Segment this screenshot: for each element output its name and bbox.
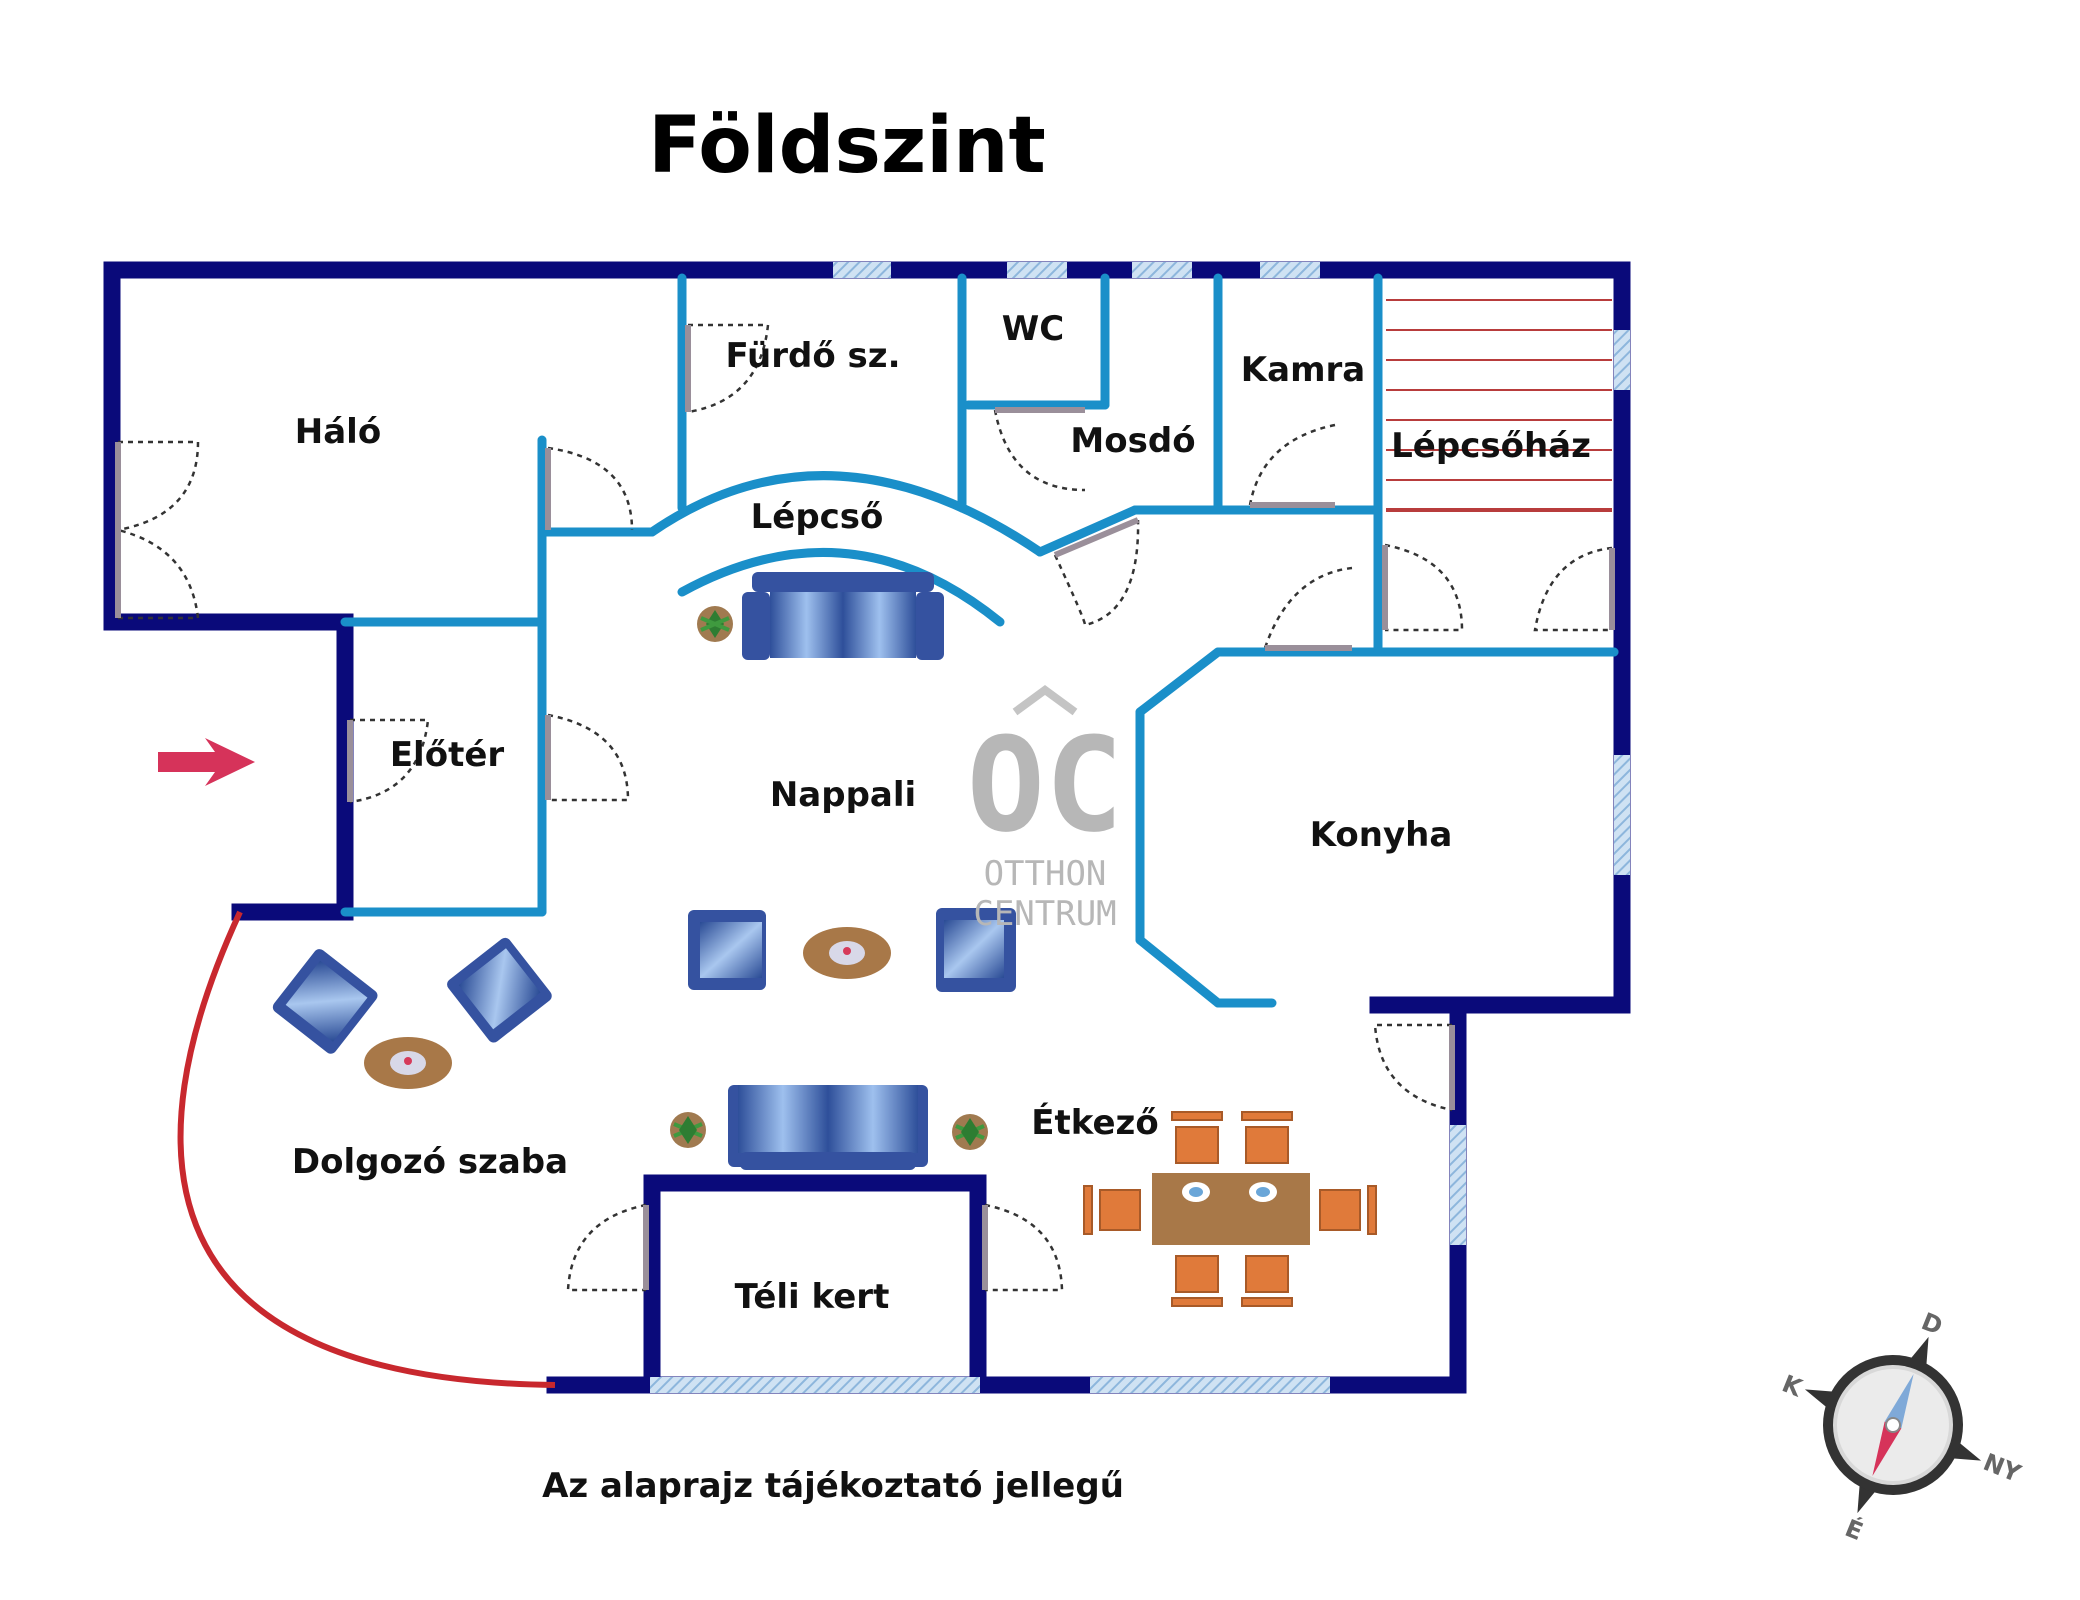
compass-east: K [1778,1370,1807,1403]
page-title: Földszint [648,101,1046,191]
room-label-halo: Háló [295,412,381,452]
watermark-logo-text: OC [967,709,1124,861]
room-label-kamra: Kamra [1241,350,1365,390]
room-label-lepcso: Lépcső [751,497,884,537]
watermark-logo: OC OTTHON CENTRUM [967,685,1124,934]
coffee-table-icon [364,1037,452,1089]
plant-icon [952,1114,988,1150]
entry-arrow-icon [158,738,255,786]
plant-icon [670,1112,706,1148]
sofa-icon [742,572,944,660]
footnote: Az alaprajz tájékoztató jellegű [542,1466,1124,1506]
plant-icon [697,606,733,642]
stairwell-steps [1386,299,1612,512]
dining-table-icon [1152,1173,1310,1245]
compass-west: NY [1979,1448,2025,1488]
room-label-dolgozo: Dolgozó szaba [292,1142,568,1182]
watermark-line-1: OTTHON [984,854,1107,894]
room-label-teli-kert: Téli kert [735,1277,890,1317]
room-label-eloter: Előtér [390,735,505,775]
curved-wall [177,910,556,1388]
compass-north: É [1841,1513,1867,1546]
room-label-wc: WC [1002,309,1064,349]
room-label-furdo: Fürdő sz. [726,336,901,376]
stair-curves [647,471,1045,627]
room-label-konyha: Konyha [1310,815,1453,855]
armchair-icon [272,949,378,1054]
armchair-icon [688,910,766,990]
armchair-icon [936,908,1016,992]
room-label-lepcsohaz: Lépcsőház [1391,426,1591,466]
doors [117,323,1613,1292]
dining-chairs [1083,1111,1377,1307]
room-label-etkezo: Étkező [1031,1102,1158,1143]
room-labels: Háló Fürdő sz. WC Mosdó Kamra Lépcsőház … [292,309,1591,1317]
door-leaves [115,325,1615,1290]
room-label-mosdo: Mosdó [1070,421,1195,461]
room-label-nappali: Nappali [770,775,916,815]
compass-icon [1804,1336,1982,1514]
windows [650,262,1630,1393]
armchair-icon [447,937,552,1043]
watermark-line-2: CENTRUM [973,894,1116,934]
compass-south: D [1918,1307,1947,1340]
coffee-table-icon [803,927,891,979]
inner-walls [340,273,1619,1008]
sofa-icon [728,1085,928,1170]
